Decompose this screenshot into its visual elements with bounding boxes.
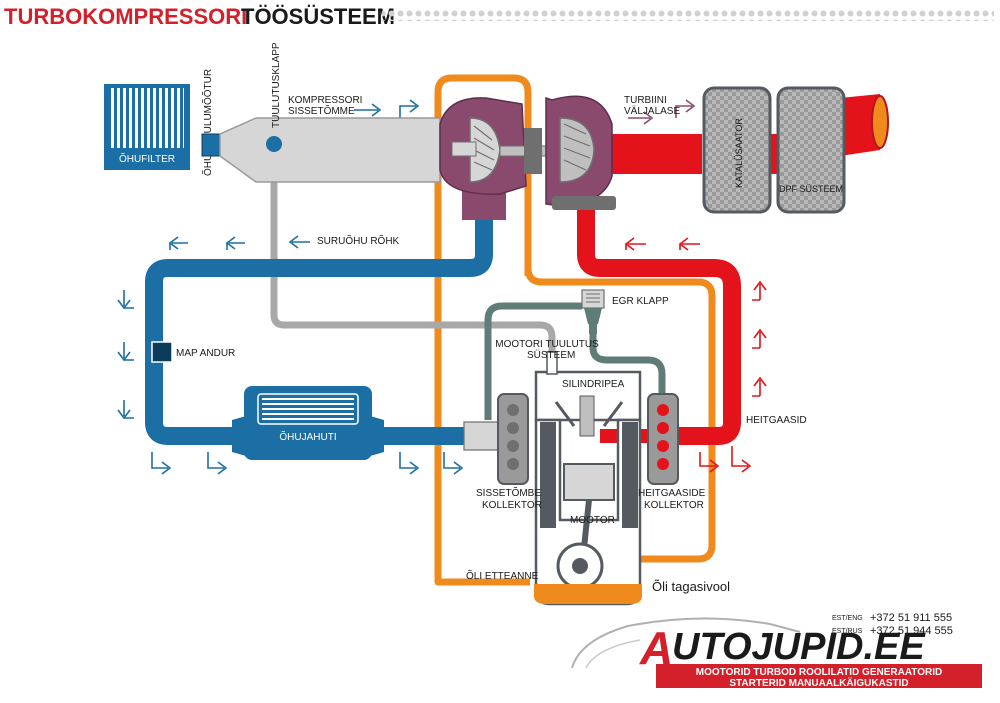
car-silhouette-icon bbox=[571, 617, 801, 669]
compressor-intake-duct bbox=[219, 117, 441, 183]
phone-rus: +372 51 944 555 bbox=[870, 625, 953, 637]
exhaust-tailpipe bbox=[840, 94, 880, 156]
exhaust-manifold-label-2: KOLLEKTOR bbox=[644, 500, 704, 511]
compressor-intake-label-1: KOMPRESSORI bbox=[288, 95, 362, 106]
exhaust-pipe bbox=[577, 210, 741, 445]
turbine-outlet-label-1: TURBIINI bbox=[624, 95, 667, 106]
connecting-rod bbox=[581, 499, 592, 549]
egr-valve-label: EGR KLAPP bbox=[612, 296, 669, 307]
oil-return-label: Õli tagasivool bbox=[652, 579, 730, 594]
exhaust-gases-label: HEITGAASID bbox=[746, 415, 807, 426]
intake-manifold bbox=[463, 393, 529, 485]
compressor-nose bbox=[451, 141, 477, 157]
mass-air-flow-label: KULUMÕÕTUR bbox=[201, 69, 214, 140]
boost-pressure-label: SURUÕHU RÕHK bbox=[317, 234, 400, 247]
exhaust-manifold-label-1: HEITGAASIDE bbox=[638, 488, 706, 499]
intercooler: ÕHUJAHUTI bbox=[232, 386, 384, 460]
intake-manifold-label-2: KOLLEKTOR bbox=[482, 500, 542, 511]
air-filter-label: ÕHUFILTER bbox=[119, 152, 175, 165]
map-sensor-label: MAP ANDUR bbox=[176, 348, 235, 359]
phone-est-label: EST/ENG bbox=[832, 615, 863, 622]
title-part1: TURBOKOMPRESSORI bbox=[4, 4, 247, 29]
title-dots-decoration bbox=[382, 10, 994, 21]
injector bbox=[579, 395, 595, 437]
logo-tagline-2: STARTERID MANUAALKÄIGUKASTID bbox=[729, 676, 908, 689]
phone-est: +372 51 911 555 bbox=[870, 612, 952, 624]
logo-brand-rest: UTOJUPID.EE bbox=[672, 626, 926, 668]
exhaust-manifold bbox=[647, 393, 679, 485]
blowoff-valve-icon bbox=[266, 136, 282, 152]
oil-return-line bbox=[524, 267, 716, 563]
intake-pipe bbox=[145, 215, 493, 445]
dpf-system: DPF SÜSTEEM bbox=[776, 86, 846, 214]
vent-fitting bbox=[546, 351, 558, 375]
compressor-outlet bbox=[462, 190, 506, 220]
turbine-inlet-flange bbox=[552, 196, 616, 210]
oil-sump bbox=[534, 584, 642, 604]
compressor-intake-label-2: SISSETÕMME bbox=[288, 104, 355, 117]
catalytic-label: KATALÜSAATOR bbox=[734, 118, 744, 188]
crankcase-vent-line bbox=[270, 150, 556, 352]
autojupid-logo: A UTOJUPID.EE MOOTORID TURBOD ROOLILATID… bbox=[571, 612, 982, 689]
egr-lines bbox=[484, 302, 666, 420]
center-housing bbox=[524, 128, 542, 174]
air-filter: ÕHUFILTER bbox=[104, 84, 190, 170]
crankcase-vent-label-2: SÜSTEEM bbox=[527, 349, 575, 361]
intake-flow-arrows bbox=[117, 99, 464, 475]
dpf-label: DPF SÜSTEEM bbox=[779, 184, 843, 194]
oil-feed-line bbox=[434, 74, 532, 586]
crankcase-vent-label-1: MOOTORI TUULUTUS bbox=[495, 339, 599, 350]
egr-valve-icon bbox=[581, 289, 605, 334]
turbine-outlet-label-2: VÄLJALASE bbox=[624, 105, 680, 117]
exhaust-flow-arrows bbox=[624, 237, 767, 473]
oil-lines bbox=[434, 74, 716, 586]
turbocharger bbox=[439, 95, 616, 220]
air-label: ÕHU bbox=[201, 154, 214, 176]
air-intake-label-group: ÕHU KULUMÕÕTUR bbox=[201, 69, 214, 176]
blowoff-valve-label: TUULUTUSKLAPP bbox=[271, 42, 282, 128]
page-title: TURBOKOMPRESSORI TÖÖSÜSTEEM bbox=[4, 4, 994, 29]
exhaust-pipe-outlet-a bbox=[612, 134, 702, 174]
mass-air-flow-sensor bbox=[201, 133, 221, 157]
catalytic-converter: KATALÜSAATOR bbox=[702, 86, 772, 214]
title-part2: TÖÖSÜSTEEM bbox=[241, 4, 395, 29]
engine bbox=[534, 351, 642, 606]
piston bbox=[563, 463, 615, 501]
engine-label: MOOTOR bbox=[570, 515, 615, 526]
turbine-outlet-arrows bbox=[628, 99, 696, 125]
map-sensor-icon bbox=[151, 341, 173, 363]
cylinder-head-label: SILINDRIPEA bbox=[562, 379, 625, 390]
intake-manifold-label-1: SISSETÕMBE bbox=[476, 486, 541, 499]
tailpipe-end bbox=[871, 95, 889, 149]
oil-feed-label: ÕLI ETTEANNE bbox=[466, 569, 539, 582]
logo-tagline-1: MOOTORID TURBOD ROOLILATID GENERAATORID bbox=[696, 667, 942, 678]
intercooler-label: ÕHUJAHUTI bbox=[279, 430, 336, 443]
phone-rus-label: EST/RUS bbox=[832, 628, 863, 635]
